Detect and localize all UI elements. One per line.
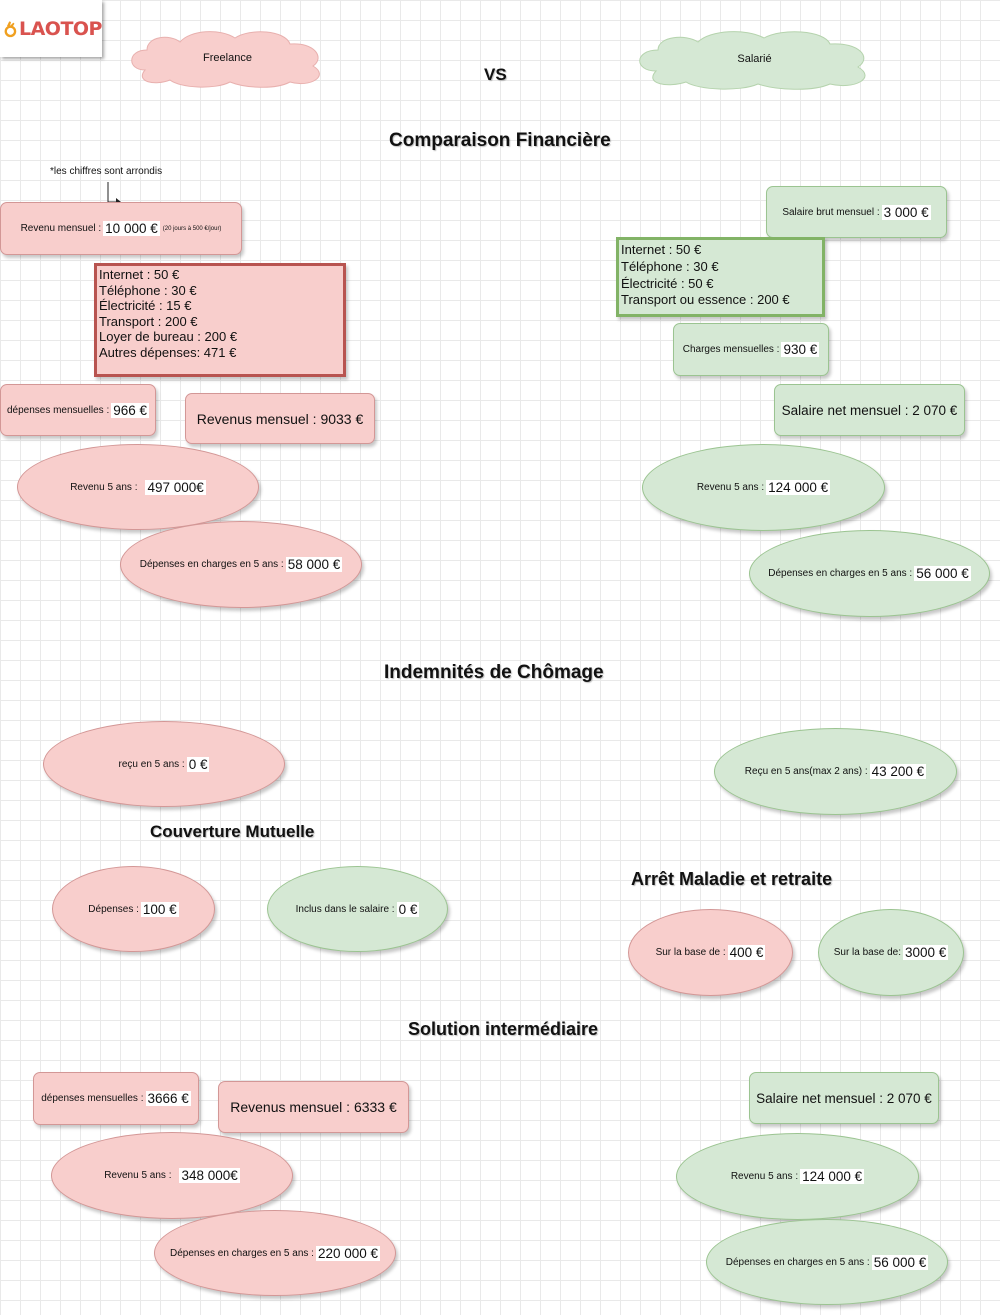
laotop-logo: LAOTOP xyxy=(0,0,103,57)
inter-freelance-depenses-5ans-value: 220 000 € xyxy=(315,1245,381,1261)
inter-salarie-salaire-net: Salaire net mensuel : 2 070 € xyxy=(749,1072,939,1124)
salarie-salaire-brut-label: Salaire brut mensuel : xyxy=(782,206,880,218)
inter-salarie-revenu-5ans-label: Revenu 5 ans : xyxy=(730,1171,799,1182)
cloud-shape-icon xyxy=(639,31,866,90)
freelance-depenses-5ans: Dépenses en charges en 5 ans : 58 000 € xyxy=(120,521,362,608)
freelance-revenu-5ans-value: 497 000€ xyxy=(145,479,206,495)
freelance-chomage-label: reçu en 5 ans : xyxy=(118,758,185,770)
inter-freelance-depenses-mensuelles-value: 3666 € xyxy=(145,1091,191,1106)
freelance-depenses-mensuelles-label: dépenses mensuelles : xyxy=(6,404,110,416)
heading-indemnites-chomage: Indemnités de Chômage xyxy=(384,662,604,683)
freelance-maladie-value: 400 € xyxy=(727,945,766,960)
inter-freelance-revenus-mensuel-label: Revenus mensuel : xyxy=(230,1099,351,1115)
salarie-expenses-list: Internet : 50 € Téléphone : 30 € Électri… xyxy=(616,237,825,317)
inter-salarie-depenses-5ans-value: 56 000 € xyxy=(871,1254,929,1270)
salarie-maladie-label: Sur la base de: xyxy=(833,947,901,958)
salarie-salaire-net: Salaire net mensuel : 2 070 € xyxy=(774,384,965,436)
freelance-revenus-mensuel-net: Revenus mensuel : 9033 € xyxy=(185,393,375,444)
freelance-maladie-label: Sur la base de : xyxy=(655,947,726,958)
salarie-salaire-net-value: 2 070 € xyxy=(912,402,958,418)
freelance-revenu-5ans: Revenu 5 ans : 497 000€ xyxy=(17,444,259,530)
salarie-depenses-5ans-value: 56 000 € xyxy=(914,566,971,581)
hand-logo-icon xyxy=(4,20,17,37)
freelance-revenu-5ans-label: Revenu 5 ans : xyxy=(70,481,138,493)
salarie-chomage: Reçu en 5 ans(max 2 ans) : 43 200 € xyxy=(714,728,957,815)
freelance-mutuelle: Dépenses : 100 € xyxy=(52,866,215,952)
freelance-cloud: Freelance xyxy=(125,28,330,88)
inter-freelance-revenus-mensuel-value: 6333 € xyxy=(353,1099,397,1115)
inter-salarie-revenu-5ans: Revenu 5 ans : 124 000 € xyxy=(676,1133,919,1220)
salarie-charges-mensuelles-label: Charges mensuelles : xyxy=(682,344,780,355)
rounding-note: *les chiffres sont arrondis xyxy=(50,166,163,177)
inter-freelance-depenses-5ans-label: Dépenses en charges en 5 ans : xyxy=(169,1247,314,1259)
freelance-depenses-mensuelles: dépenses mensuelles : 966 € xyxy=(0,384,156,436)
freelance-expense-item: Internet : 50 € xyxy=(99,267,180,282)
inter-salarie-salaire-net-label: Salaire net mensuel : xyxy=(756,1090,883,1106)
heading-solution-intermediaire: Solution intermédiaire xyxy=(408,1019,599,1039)
freelance-title: Freelance xyxy=(203,52,252,64)
inter-salarie-salaire-net-value: 2 070 € xyxy=(886,1090,932,1106)
heading-couverture-mutuelle: Couverture Mutuelle xyxy=(150,822,315,841)
freelance-mutuelle-value: 100 € xyxy=(140,901,179,917)
inter-freelance-depenses-mensuelles: dépenses mensuelles : 3666 € xyxy=(33,1072,199,1125)
inter-freelance-revenu-5ans: Revenu 5 ans : 348 000€ xyxy=(51,1132,293,1219)
salarie-expense-item: Téléphone : 30 € xyxy=(621,258,719,274)
freelance-revenu-mensuel: Revenu mensuel : 10 000 € (20 jours à 50… xyxy=(0,202,242,255)
inter-salarie-revenu-5ans-value: 124 000 € xyxy=(800,1169,865,1184)
freelance-revenu-mensuel-value: 10 000 € xyxy=(103,221,160,236)
freelance-mutuelle-label: Dépenses : xyxy=(88,903,139,915)
freelance-depenses-5ans-value: 58 000 € xyxy=(285,557,343,572)
vs-label: VS xyxy=(484,65,507,84)
inter-freelance-revenu-5ans-label: Revenu 5 ans : xyxy=(104,1170,172,1181)
salarie-mutuelle-label: Inclus dans le salaire : xyxy=(295,903,395,915)
freelance-revenus-mensuel-net-value: 9033 € xyxy=(320,410,364,427)
salarie-depenses-5ans: Dépenses en charges en 5 ans : 56 000 € xyxy=(749,530,990,617)
salarie-maladie: Sur la base de: 3000 € xyxy=(818,909,964,996)
salarie-salaire-net-label: Salaire net mensuel : xyxy=(781,402,909,418)
freelance-chomage: reçu en 5 ans : 0 € xyxy=(43,721,285,807)
freelance-expenses-list: Internet : 50 € Téléphone : 30 € Électri… xyxy=(94,263,346,377)
salarie-cloud: Salarié xyxy=(632,28,877,90)
freelance-expense-item: Loyer de bureau : 200 € xyxy=(99,329,238,345)
salarie-expense-item: Électricité : 50 € xyxy=(621,275,714,291)
salarie-salaire-brut: Salaire brut mensuel : 3 000 € xyxy=(766,186,947,238)
freelance-expense-item: Autres dépenses: 471 € xyxy=(99,344,237,360)
freelance-expense-item: Téléphone : 30 € xyxy=(99,282,197,298)
freelance-revenu-mensuel-detail: (20 jours à 500 €/jour) xyxy=(162,225,222,232)
salarie-mutuelle: Inclus dans le salaire : 0 € xyxy=(267,866,448,952)
salarie-revenu-5ans: Revenu 5 ans : 124 000 € xyxy=(642,444,885,531)
freelance-expense-item: Transport : 200 € xyxy=(99,313,198,329)
inter-salarie-depenses-5ans-label: Dépenses en charges en 5 ans : xyxy=(725,1256,870,1268)
salarie-expense-item: Transport ou essence : 200 € xyxy=(621,292,790,308)
salarie-revenu-5ans-label: Revenu 5 ans : xyxy=(696,482,765,493)
heading-arret-maladie: Arrêt Maladie et retraite xyxy=(631,869,833,889)
salarie-depenses-5ans-label: Dépenses en charges en 5 ans : xyxy=(768,568,913,579)
salarie-salaire-brut-value: 3 000 € xyxy=(881,204,931,220)
inter-freelance-revenus-mensuel: Revenus mensuel : 6333 € xyxy=(218,1081,409,1133)
logo-text: LAOTOP xyxy=(18,17,103,40)
freelance-depenses-5ans-label: Dépenses en charges en 5 ans : xyxy=(139,559,284,570)
freelance-expense-item: Électricité : 15 € xyxy=(99,298,192,314)
salarie-expense-item: Internet : 50 € xyxy=(621,242,702,257)
salarie-chomage-value: 43 200 € xyxy=(869,764,927,779)
salarie-chomage-label: Reçu en 5 ans(max 2 ans) : xyxy=(744,766,868,777)
salarie-revenu-5ans-value: 124 000 € xyxy=(766,480,831,495)
inter-salarie-depenses-5ans: Dépenses en charges en 5 ans : 56 000 € xyxy=(706,1219,948,1305)
salarie-maladie-value: 3000 € xyxy=(902,945,949,960)
inter-freelance-revenu-5ans-value: 348 000€ xyxy=(179,1168,240,1183)
salarie-title: Salarié xyxy=(737,53,772,65)
freelance-revenu-mensuel-label: Revenu mensuel : xyxy=(20,223,102,234)
heading-comparaison-financiere: Comparaison Financière xyxy=(389,130,611,151)
freelance-revenus-mensuel-net-label: Revenus mensuel : xyxy=(196,410,317,427)
salarie-charges-mensuelles: Charges mensuelles : 930 € xyxy=(673,323,829,376)
inter-freelance-depenses-mensuelles-label: dépenses mensuelles : xyxy=(41,1093,144,1104)
salarie-mutuelle-value: 0 € xyxy=(396,901,420,917)
inter-freelance-depenses-5ans: Dépenses en charges en 5 ans : 220 000 € xyxy=(154,1210,396,1296)
freelance-chomage-value: 0 € xyxy=(186,756,210,772)
freelance-depenses-mensuelles-value: 966 € xyxy=(111,402,150,418)
salarie-charges-mensuelles-value: 930 € xyxy=(781,342,820,357)
freelance-maladie: Sur la base de : 400 € xyxy=(628,909,793,996)
cloud-shape-icon xyxy=(131,31,320,88)
